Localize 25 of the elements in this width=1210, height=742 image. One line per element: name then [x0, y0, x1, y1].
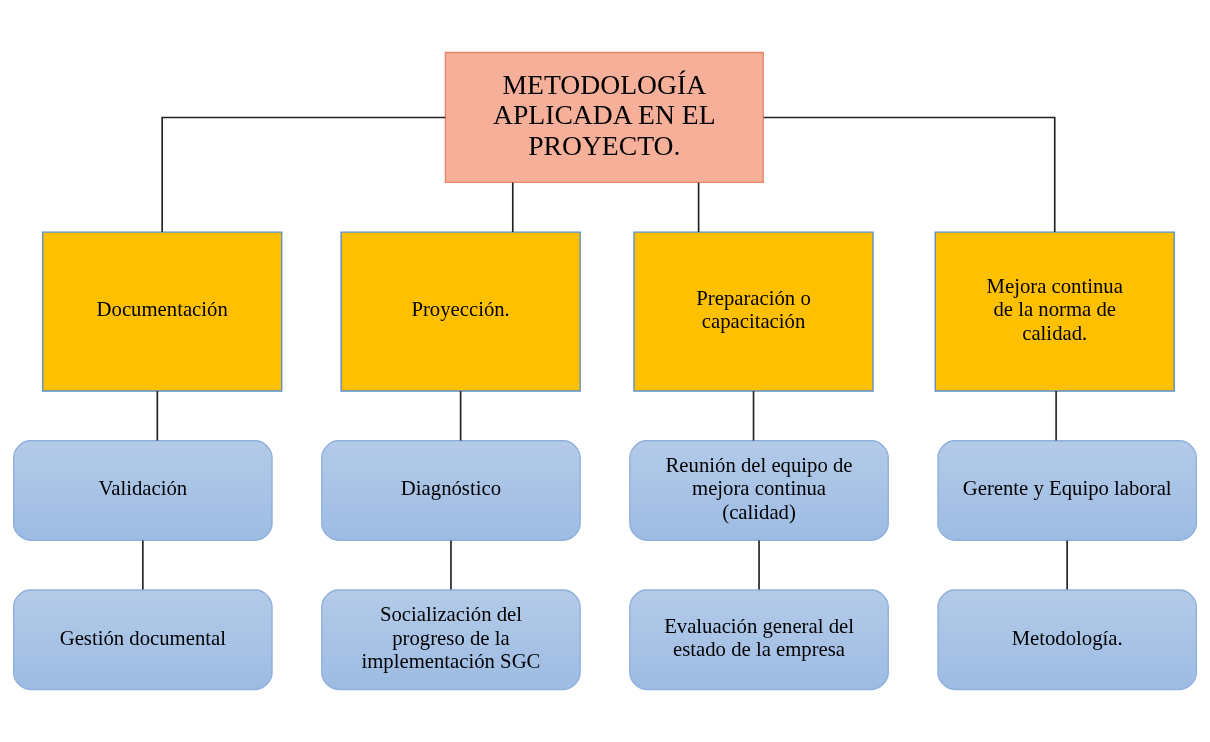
node-box: Diagnóstico [321, 440, 581, 541]
connector [1066, 539, 1068, 591]
connector [156, 390, 159, 442]
node-box: METODOLOGÍA APLICADA EN EL PROYECTO. [444, 51, 764, 184]
connector [161, 116, 447, 233]
connector [459, 390, 462, 442]
node-box: Metodología. [937, 589, 1198, 691]
connector [1055, 390, 1057, 442]
node-box: Mejora continua de la norma de calidad. [934, 231, 1175, 392]
node-box: Gestión documental [12, 589, 273, 691]
connector [697, 181, 700, 233]
node-box: Validación [12, 440, 273, 541]
node-box: Gerente y Equipo laboral [937, 440, 1198, 541]
node-box: Proyección. [340, 231, 581, 392]
node-box: Reunión del equipo de mejora continua (calidad) [629, 440, 889, 541]
connector [752, 390, 755, 442]
node-box: Socialización del progreso de la implementación SGC [321, 589, 581, 691]
connector [758, 539, 760, 591]
connector [142, 539, 144, 591]
connector [762, 116, 1056, 233]
node-box: Preparación o capacitación [633, 231, 874, 392]
connector [511, 181, 514, 233]
node-box: Documentación [41, 231, 283, 392]
connector [450, 539, 452, 591]
node-box: Evaluación general del estado de la empresa [629, 589, 889, 691]
